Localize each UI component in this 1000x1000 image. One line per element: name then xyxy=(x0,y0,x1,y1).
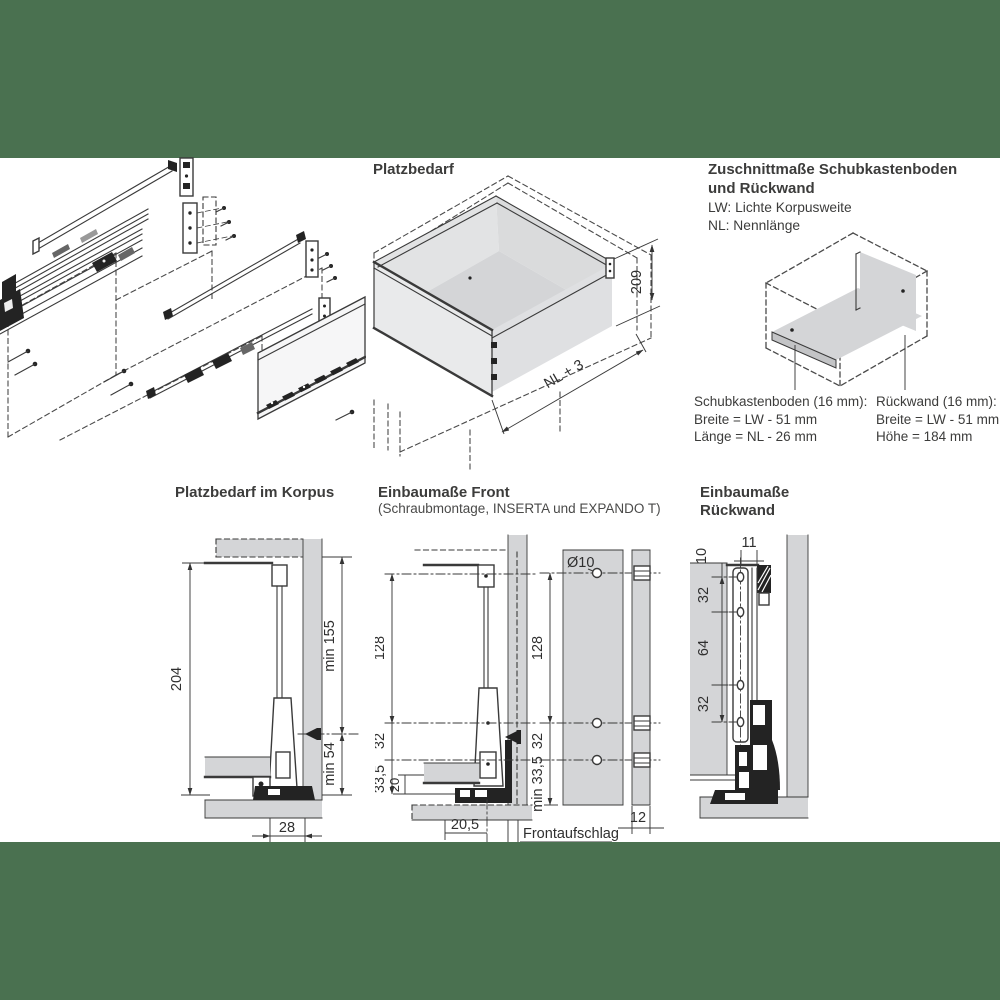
rueckwand-specs: Rückwand (16 mm): Breite = LW - 51 mm Hö… xyxy=(876,393,999,446)
exploded-drawer-side-panel xyxy=(256,295,366,421)
svg-text:32: 32 xyxy=(530,733,546,749)
svg-text:128: 128 xyxy=(530,636,546,660)
front-section-view xyxy=(384,534,536,821)
drawer-isometric xyxy=(372,195,615,398)
legend-nl: NL: Nennlänge xyxy=(708,218,801,233)
rueckwand-title-line2: Rückwand xyxy=(700,502,776,519)
front-subtitle: (Schraubmontage, INSERTA und EXPANDO T) xyxy=(378,501,661,516)
svg-text:32: 32 xyxy=(696,696,712,712)
svg-text:33,5: 33,5 xyxy=(375,765,388,793)
frontaufschlag-label: Frontaufschlag xyxy=(523,826,619,842)
exploded-screws xyxy=(7,348,355,421)
platzbedarf-title: Platzbedarf xyxy=(373,161,454,178)
boden-title: Schubkastenboden (16 mm): xyxy=(694,394,868,409)
exploded-dashed-cabinet xyxy=(7,250,323,441)
rueckwand-bracket xyxy=(710,557,780,804)
platzbedarf-drawing: 209 NL + 3 xyxy=(372,175,661,470)
rueck-hoehe: Höhe = 184 mm xyxy=(876,429,973,444)
rueckwand-panel xyxy=(855,251,916,331)
exploded-rails-upper xyxy=(0,157,194,335)
rueck-breite: Breite = LW - 51 mm xyxy=(876,411,1000,427)
korpus-drawing: 204 min 155 min 54 28 xyxy=(169,538,361,842)
svg-text:min 155: min 155 xyxy=(322,620,338,672)
svg-text:20,5: 20,5 xyxy=(451,817,479,833)
svg-text:10: 10 xyxy=(694,548,710,564)
zuschnitt-title-line2: und Rückwand xyxy=(708,180,815,197)
exploded-view-drawing xyxy=(0,157,366,441)
svg-text:12: 12 xyxy=(630,810,646,826)
rueckwand-title: Einbaumaße Rückwand xyxy=(700,484,789,520)
svg-text:64: 64 xyxy=(696,640,712,656)
zuschnitt-drawing xyxy=(765,232,928,390)
korpus-dims: 204 min 155 min 54 28 xyxy=(169,556,352,842)
exploded-front-rail xyxy=(146,308,313,399)
zuschnitt-title-line1: Zuschnittmaße Schubkastenboden xyxy=(708,161,958,178)
hole-diameter-label: Ø10 xyxy=(567,555,594,571)
front-drawing: 128 32 33,5 20 Ø10 128 32 xyxy=(375,534,664,842)
rueck-title: Rückwand (16 mm): xyxy=(876,394,997,409)
svg-text:209: 209 xyxy=(629,270,645,294)
boden-specs: Schubkastenboden (16 mm): Breite = LW - … xyxy=(694,393,867,446)
svg-text:20: 20 xyxy=(387,778,402,792)
legend-lw: LW: Lichte Korpusweite xyxy=(708,200,852,215)
svg-text:11: 11 xyxy=(741,535,756,551)
boden-breite: Breite = LW - 51 mm xyxy=(694,411,818,427)
korpus-title: Platzbedarf im Korpus xyxy=(175,484,335,501)
rueckwand-dims: 10 32 64 32 11 xyxy=(694,535,764,723)
front-bottom-dims: 20,5 Frontaufschlag xyxy=(444,799,619,842)
svg-text:204: 204 xyxy=(169,667,185,691)
bottom-band xyxy=(0,842,1000,1000)
svg-text:32: 32 xyxy=(696,587,712,603)
svg-text:min 54: min 54 xyxy=(322,742,338,786)
rueckwand-title-line1: Einbaumaße xyxy=(700,484,790,501)
boden-laenge: Länge = NL - 26 mm xyxy=(694,429,817,444)
svg-text:128: 128 xyxy=(375,636,388,660)
front-title: Einbaumaße Front xyxy=(378,484,510,501)
front-edge-view: 12 xyxy=(618,549,664,834)
korpus-drawer-section xyxy=(203,561,361,800)
exploded-rails-right xyxy=(163,231,337,331)
front-face-view: Ø10 128 32 min 33,5 xyxy=(530,549,661,812)
svg-text:28: 28 xyxy=(279,820,295,836)
front-section-dims: 128 32 33,5 20 xyxy=(375,573,406,795)
rueckwand-panels xyxy=(690,534,809,819)
zuschnitt-legend: LW: Lichte Korpusweite NL: Nennlänge xyxy=(708,199,852,235)
top-band xyxy=(0,0,1000,158)
zuschnitt-title: Zuschnittmaße Schubkastenboden und Rückw… xyxy=(708,160,957,198)
exploded-connector-plates xyxy=(182,196,236,254)
svg-text:32: 32 xyxy=(375,733,388,749)
svg-text:min 33,5: min 33,5 xyxy=(530,756,546,812)
dim-209: 209 xyxy=(613,238,661,327)
rueckwand-drawing: 10 32 64 32 11 xyxy=(690,534,809,819)
